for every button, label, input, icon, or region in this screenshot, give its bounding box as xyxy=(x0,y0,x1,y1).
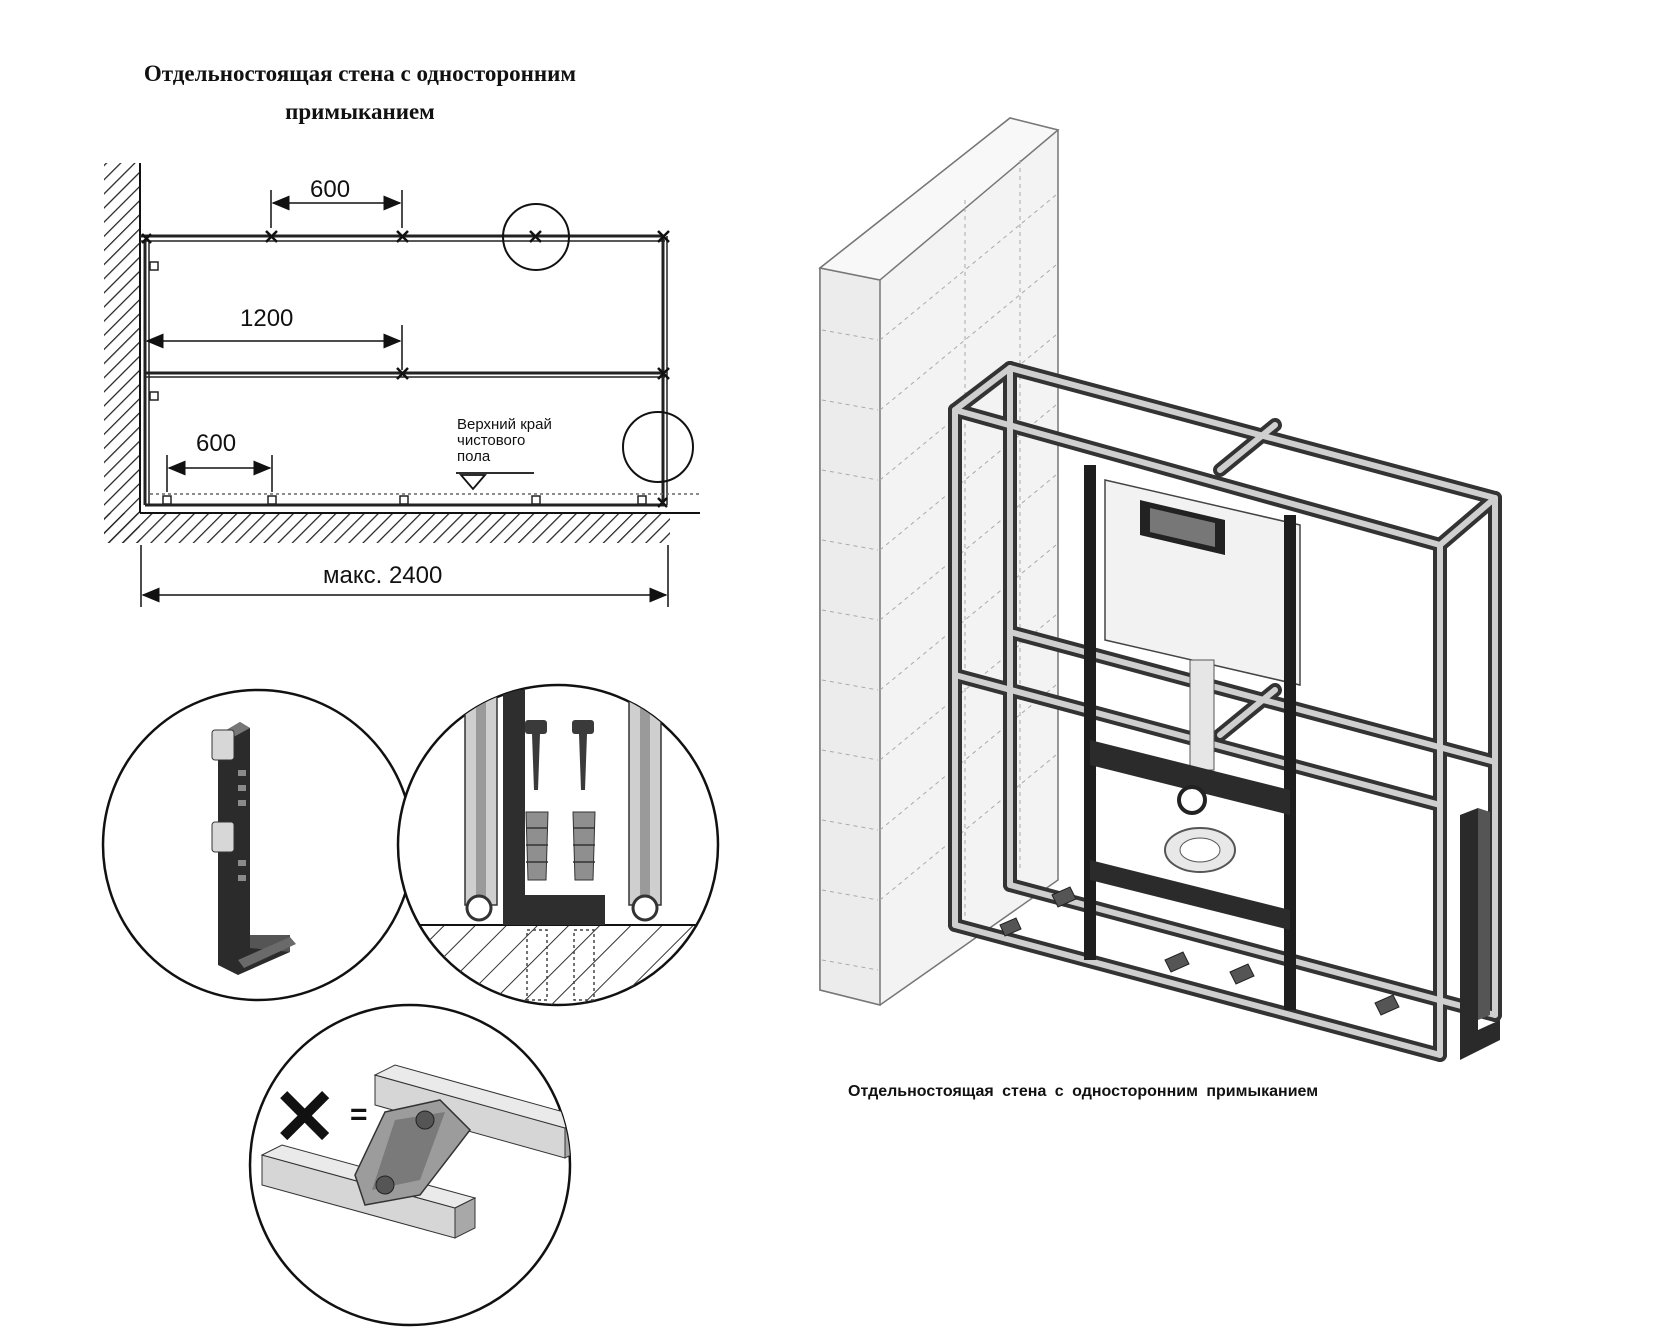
wall-hatch xyxy=(104,163,140,543)
side-support-bracket xyxy=(1460,808,1500,1060)
masonry-wall xyxy=(818,117,1060,1006)
floor-hatch xyxy=(104,513,670,543)
isometric-view xyxy=(818,117,1502,1062)
dim-label-max-2400: макс. 2400 xyxy=(323,562,443,589)
dim-label-top-600: 600 xyxy=(310,176,351,203)
highlight-circle-right xyxy=(622,411,694,483)
dimension-max-2400 xyxy=(140,545,669,607)
fixing-brackets xyxy=(149,261,647,505)
dim-label-bottom-600: 600 xyxy=(196,430,237,457)
plan-view xyxy=(104,163,700,607)
floor-level-note: Верхний край чистового пола xyxy=(457,417,552,465)
floor-note-line3: пола xyxy=(457,448,491,465)
floor-note-line2: чистового xyxy=(457,432,526,449)
highlight-circle-top xyxy=(502,203,570,271)
wrong-mark-icon: ✕ xyxy=(272,1073,338,1161)
detail-circle-anchor xyxy=(396,683,720,1007)
frame-plan xyxy=(140,234,668,507)
plan-title-line2: примыканием xyxy=(285,99,435,124)
dimension-bottom-600 xyxy=(166,455,273,492)
floor-brackets xyxy=(999,886,1400,1016)
cross-marks xyxy=(141,230,670,508)
plan-title: Отдельностоящая стена с односторонним пр… xyxy=(100,55,620,131)
floor-note-line1: Верхний край xyxy=(457,416,552,433)
wc-module xyxy=(1084,465,1301,1010)
dim-label-1200: 1200 xyxy=(240,305,294,332)
dimension-1200 xyxy=(145,325,403,370)
isometric-caption: Отдельностоящая стена с односторонним пр… xyxy=(848,1083,1319,1100)
detail-circle-bracket xyxy=(101,688,415,1002)
plan-title-line1: Отдельностоящая стена с односторонним xyxy=(143,61,577,86)
floor-level-symbol xyxy=(456,472,534,491)
detail-circle-wrong-joint xyxy=(248,1003,572,1327)
dimension-top-600 xyxy=(270,190,403,228)
equals-sign: = xyxy=(350,1098,368,1131)
